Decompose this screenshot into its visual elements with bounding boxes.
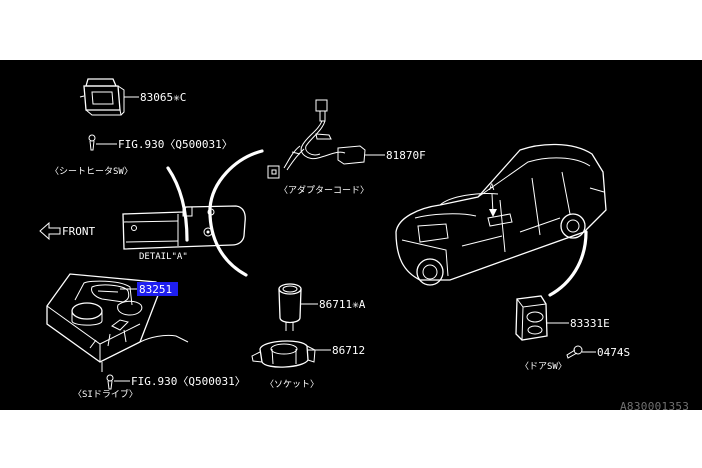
- fig-ref-seat-heater[interactable]: FIG.930〈Q500031〉: [118, 138, 233, 151]
- part-label-86712[interactable]: 86712: [332, 344, 365, 357]
- door-switch-name: 〈ドアSW〉: [520, 361, 567, 372]
- diagram-code: A830001353: [620, 400, 690, 413]
- part-label-81870F[interactable]: 81870F: [386, 149, 426, 162]
- screw-icon: [566, 345, 583, 359]
- seat-heater-switch-name: 〈シートヒータSW〉: [50, 166, 133, 177]
- detail-a-console-drawing: [122, 205, 246, 250]
- part-label-0474S[interactable]: 0474S: [597, 346, 630, 359]
- detail-arc-left: [166, 166, 189, 242]
- front-label: FRONT: [62, 225, 95, 238]
- arrow-head-icon: [489, 209, 497, 217]
- detail-arc-center: [208, 149, 264, 277]
- car-drawing: [395, 143, 607, 286]
- part-label-83065C[interactable]: 83065✳C: [140, 91, 186, 104]
- si-drive-name: 〈SIドライブ〉: [73, 388, 138, 400]
- screw-icon: [106, 374, 114, 390]
- adapter-cord-drawing: [267, 99, 366, 179]
- part-highlight: [137, 282, 178, 296]
- si-drive-unit-drawing: [46, 273, 189, 363]
- socket-cap-drawing: [278, 283, 302, 331]
- socket-drawing: [251, 340, 316, 368]
- part-label-83331E[interactable]: 83331E: [570, 317, 610, 330]
- car-ref-a-label: A: [489, 183, 495, 193]
- part-label-83251[interactable]: 83251: [139, 283, 172, 296]
- adapter-cord-name: 〈アダプターコード〉: [279, 184, 369, 196]
- door-switch-drawing: [515, 295, 548, 341]
- seat-heater-switch-drawing: [79, 78, 130, 116]
- fig-ref-si-drive[interactable]: FIG.930〈Q500031〉: [131, 375, 246, 388]
- socket-name: 〈ソケット〉: [265, 379, 319, 390]
- screw-icon: [88, 134, 96, 151]
- detail-arc-right: [548, 230, 588, 297]
- part-label-86711A[interactable]: 86711✳A: [319, 298, 366, 311]
- detail-a-label: DETAIL"A": [139, 252, 188, 262]
- front-arrow-icon: [39, 221, 61, 241]
